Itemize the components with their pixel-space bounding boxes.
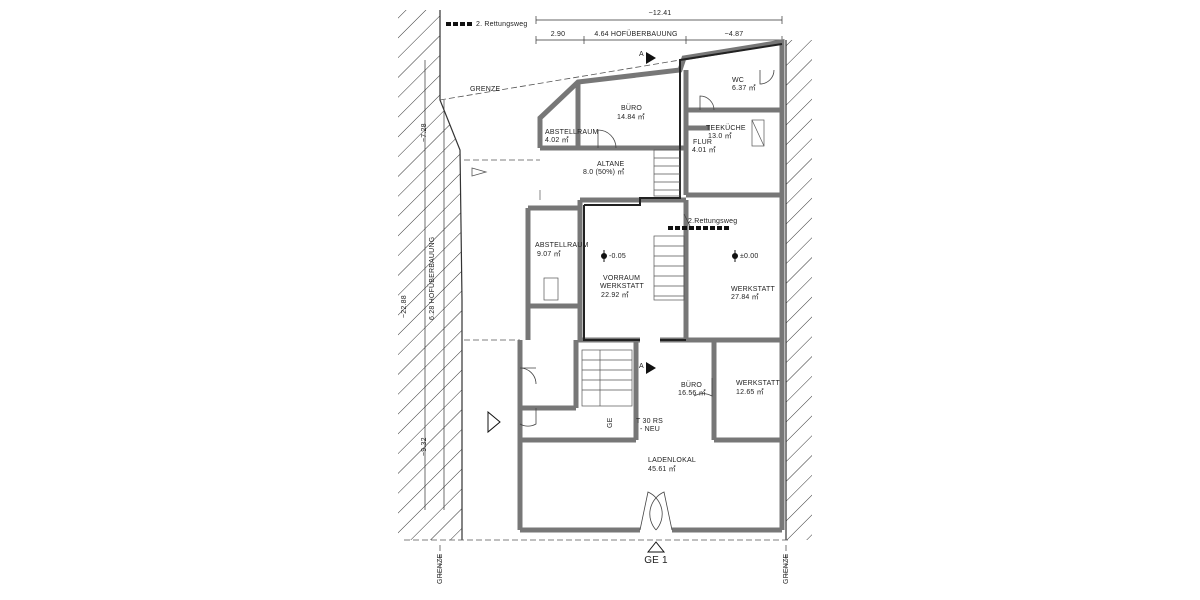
- room-abstell-top-area: 4.02 ㎡: [545, 137, 569, 144]
- dim-segment-2: 4.64 HOFÜBERBAUUNG: [594, 31, 678, 38]
- left-neighbour-hatch: [398, 10, 463, 540]
- right-neighbour-hatch: [785, 40, 812, 540]
- room-altane-name: ALTANE: [597, 161, 625, 168]
- section-label-lower: A: [639, 363, 644, 370]
- staircase-lower: [581, 349, 633, 407]
- dimension-lines: [424, 16, 783, 510]
- room-buero-top-name: BÜRO: [621, 105, 643, 112]
- walls: [517, 39, 785, 533]
- entrance-side-label: GE: [607, 417, 614, 428]
- room-teekueche-name: TEEKÜCHE: [706, 125, 746, 132]
- dim-left-2: ~22.88: [401, 295, 408, 318]
- doors: [519, 69, 775, 531]
- level-vorraum: -0.05: [609, 253, 626, 260]
- room-ladenlokal-name: LADENLOKAL: [648, 457, 696, 464]
- room-vorraum-name: VORRAUM: [603, 275, 641, 282]
- boundary-bottom-left: GRENZE: [437, 553, 444, 584]
- room-abstell-mid-area: 9.07 ㎡: [537, 251, 561, 258]
- room-werkstatt-big-name: WERKSTATT: [731, 286, 775, 293]
- staircase-middle: [653, 235, 685, 301]
- room-flur-name: FLUR: [693, 139, 713, 146]
- section-label-top: A: [639, 51, 644, 58]
- room-altane-area: 8.0 (50%) ㎡: [583, 169, 625, 176]
- room-buero-bottom-name: BÜRO: [681, 382, 703, 389]
- legend-label: 2. Rettungsweg: [476, 21, 528, 28]
- room-buero-top-area: 14.84 ㎡: [617, 114, 645, 121]
- room-werkstatt-small-area: 12.65 ㎡: [736, 389, 764, 396]
- dim-left-3: 6.28 HOFÜBERBAUUNG: [429, 236, 436, 320]
- door-note-line2: - NEU: [640, 426, 661, 433]
- room-abstell-mid-name: ABSTELLRAUM: [535, 242, 589, 249]
- level-werkstatt: ±0.00: [740, 253, 759, 260]
- room-wc-name: WC: [732, 77, 745, 84]
- dim-segment-3: ~4.87: [724, 31, 744, 38]
- level-markers: [601, 250, 738, 262]
- fixtures: [539, 119, 765, 301]
- room-teekueche-area: 13.0 ㎡: [708, 133, 732, 140]
- room-buero-bottom-area: 16.56 ㎡: [678, 390, 706, 397]
- room-vorraum-area: 22.92 ㎡: [601, 292, 629, 299]
- boundary-lines: [404, 59, 790, 575]
- dim-left-4: ~9.32: [421, 437, 428, 456]
- room-ladenlokal-area: 45.61 ㎡: [648, 466, 676, 473]
- section-arrows: [471, 52, 666, 553]
- room-vorraum-name2: WERKSTATT: [600, 283, 644, 290]
- boundary-top: GRENZE: [470, 86, 501, 93]
- room-flur-area: 4.01 ㎡: [692, 147, 716, 154]
- room-wc-area: 6.37 ㎡: [732, 85, 756, 92]
- escape-route-outline: [583, 43, 783, 341]
- escape-route-label: 2.Rettungsweg: [688, 218, 738, 225]
- dim-total-width: ~12.41: [648, 10, 672, 17]
- dim-left-1: ~7.28: [421, 123, 428, 142]
- staircase-upper: [653, 149, 681, 197]
- door-note-line1: T 30 RS: [636, 418, 663, 425]
- room-abstell-top-name: ABSTELLRAUM: [545, 129, 599, 136]
- room-werkstatt-small-name: WERKSTATT: [736, 380, 780, 387]
- boundary-bottom-right: GRENZE: [783, 553, 790, 584]
- dim-segment-1: 2.90: [550, 31, 566, 38]
- entrance-label: GE 1: [644, 555, 668, 566]
- room-werkstatt-big-area: 27.84 ㎡: [731, 294, 759, 301]
